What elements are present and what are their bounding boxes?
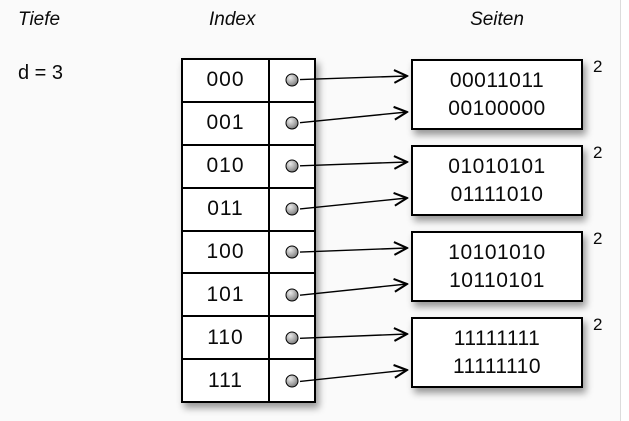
directory-pointer-cell [270,60,314,101]
index-title: Index [209,9,256,30]
global-depth-value: d = 3 [18,62,64,84]
local-depth-label: 2 [593,229,603,248]
directory-pointer-cell [270,103,314,144]
pointer-dot-icon [285,73,299,87]
page-box: 10101010 10110101 [411,231,583,302]
page-record: 11111111 [453,326,541,350]
directory-index-cell: 100 [183,231,270,273]
directory-index-cell: 111 [183,360,270,401]
directory-pointer-cell [270,274,314,315]
directory-row: 110 [183,315,314,359]
directory-index-cell: 101 [183,274,270,316]
directory-row: 010 [183,143,314,187]
directory-row: 101 [183,272,314,316]
pointer-dot-icon [285,202,299,216]
directory-index-cell: 010 [183,145,270,187]
page-box: 00011011 00100000 [411,59,583,130]
pointer-dot-icon [285,331,299,345]
page-record: 11111110 [452,354,542,378]
pointer-dot-icon [285,116,299,130]
local-depth-label: 2 [593,315,603,334]
pointer-arrow [299,284,407,296]
slide-edge-divider [620,0,629,421]
pointer-arrow [299,198,407,210]
pointer-dot-icon [285,245,299,259]
pointer-dot-icon [285,374,299,388]
pointer-dot-icon [285,288,299,302]
directory-pointer-cell [270,189,314,230]
directory-row: 001 [183,100,314,144]
local-depth-label: 2 [593,143,603,162]
page-box: 11111111 11111110 [411,317,583,388]
directory-index-cell: 011 [183,188,270,230]
page-record: 10101010 [448,240,546,264]
pages-title: Seiten [470,9,524,30]
page-record: 00100000 [448,96,546,120]
directory-pointer-cell [270,317,314,358]
directory-index-cell: 000 [183,60,270,101]
page-box: 01010101 01111010 [411,145,583,216]
local-depth-label: 2 [593,57,603,76]
page-record: 01111010 [450,182,544,206]
pointer-arrow [299,248,407,252]
pointer-arrow [299,370,407,383]
pointer-arrow [299,112,407,124]
page-record: 00011011 [449,68,545,92]
directory-index-cell: 001 [183,102,270,144]
depth-title: Tiefe [18,9,61,30]
directory-row: 000 [183,60,314,101]
pointer-arrow [299,76,407,80]
page-record: 01010101 [448,154,546,178]
directory-pointer-cell [270,232,314,273]
directory-pointer-cell [270,146,314,187]
directory-row: 011 [183,186,314,230]
directory-row: 111 [183,358,314,401]
directory-index-cell: 110 [183,317,270,359]
page-record: 10110101 [449,268,545,292]
pointer-arrow [299,162,407,166]
directory-row: 100 [183,229,314,273]
pointer-dot-icon [285,159,299,173]
directory-pointer-cell [270,360,314,401]
pointer-arrow [299,334,407,338]
